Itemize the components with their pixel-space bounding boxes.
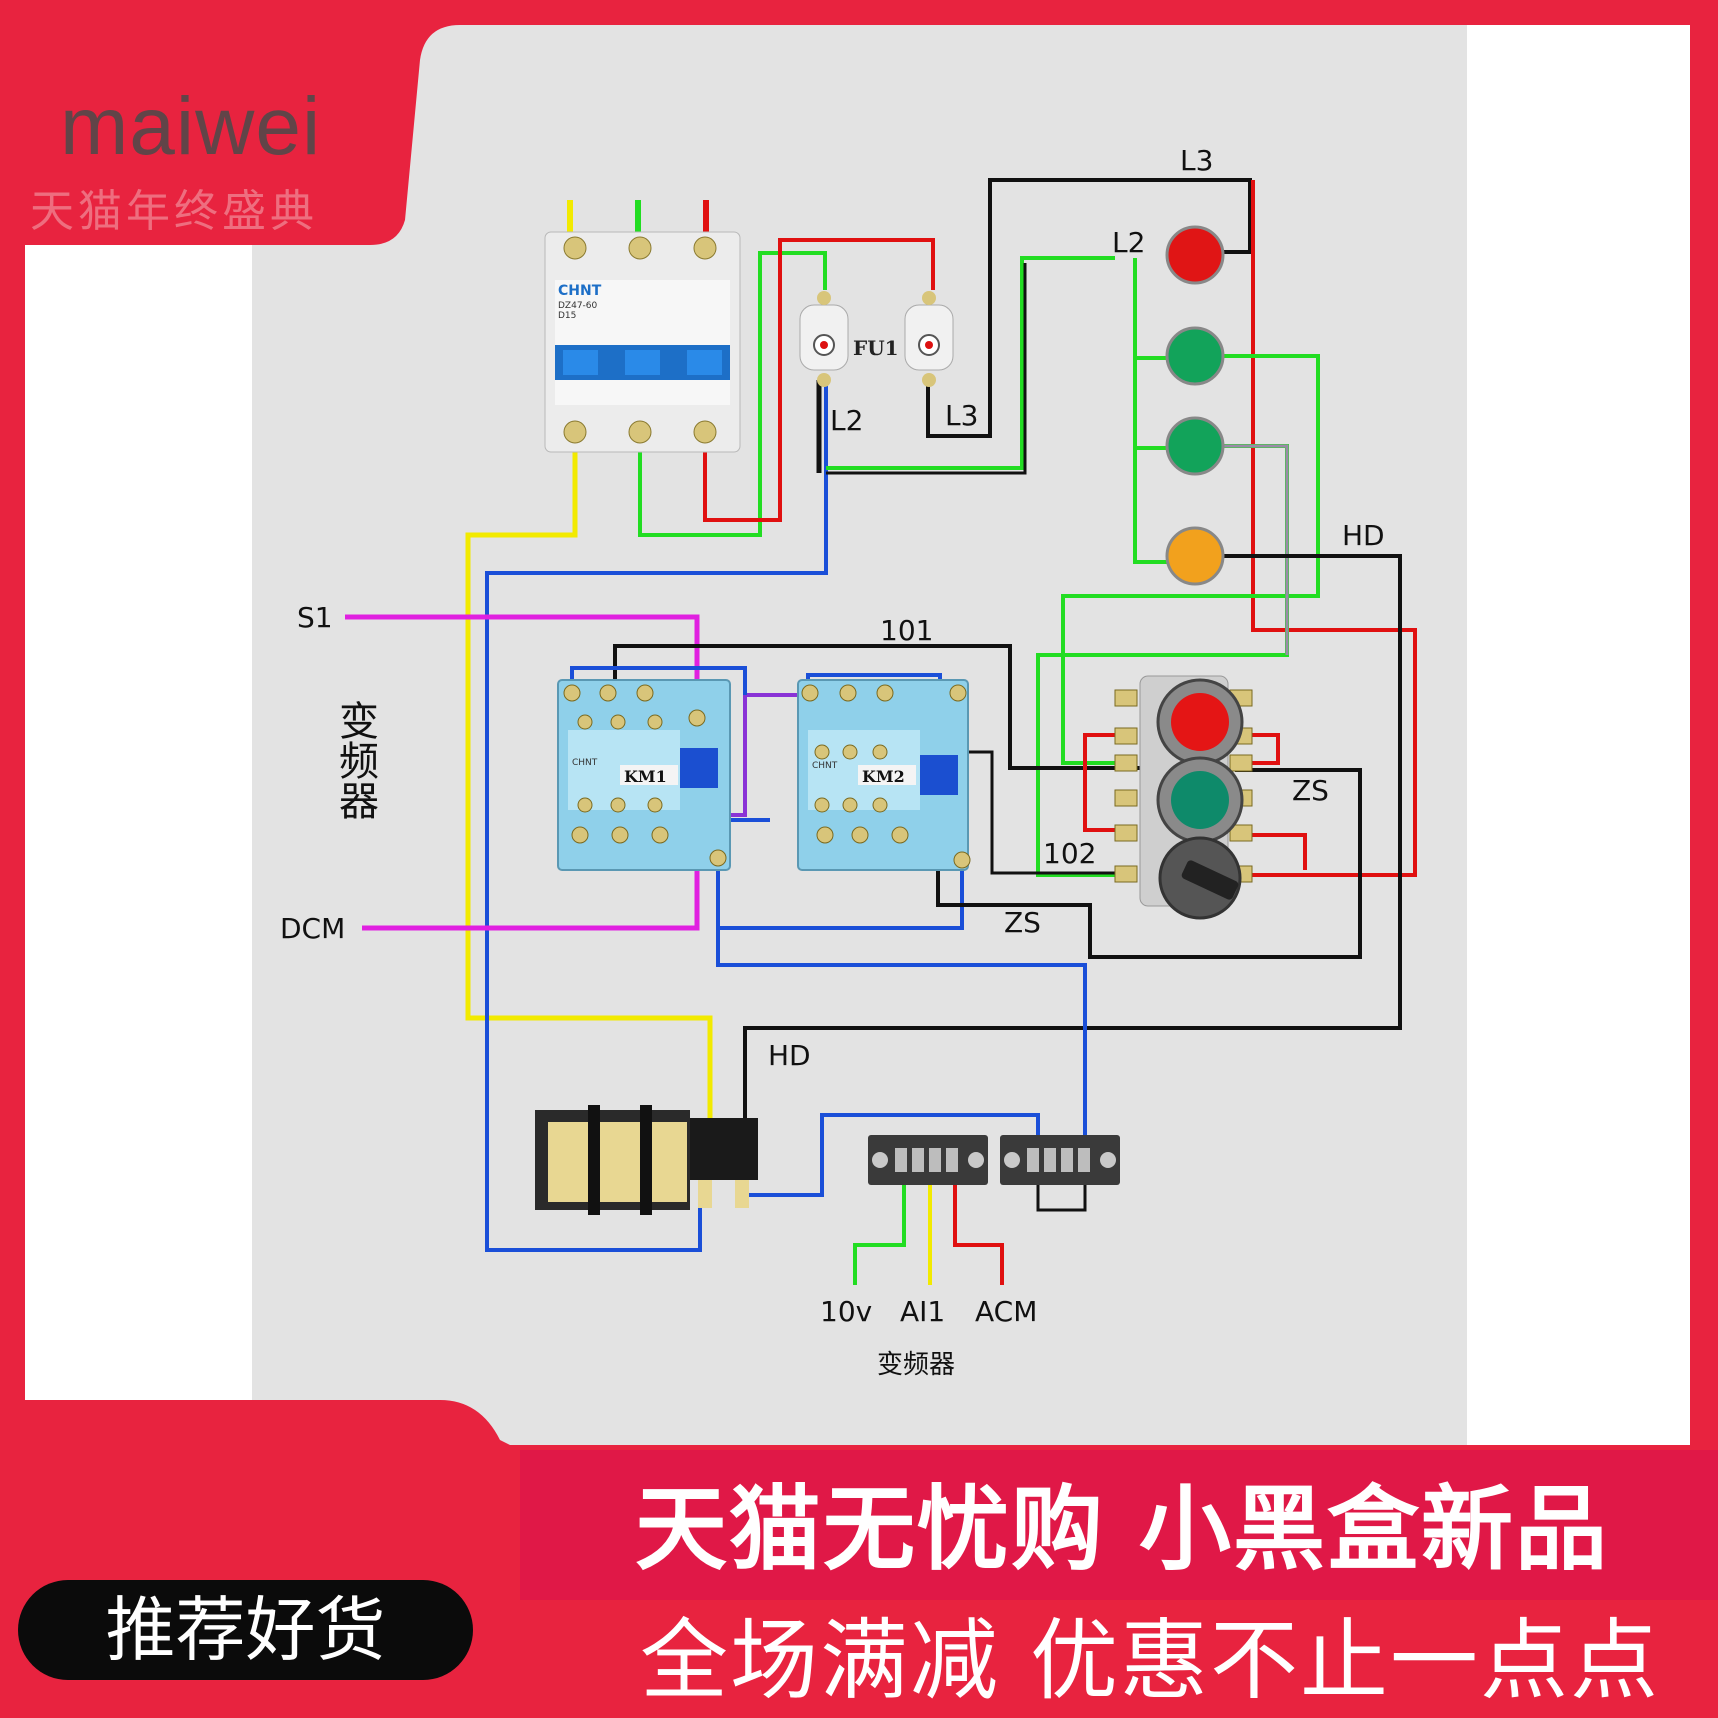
push-button-station — [1114, 675, 1253, 920]
red-lamp — [1165, 225, 1225, 285]
terminal-strips — [868, 1135, 1120, 1185]
wire-l2-green — [826, 256, 1115, 470]
start-button — [1171, 771, 1229, 829]
brand-logo: maiwei — [60, 81, 322, 172]
label-l2-fuse: L2 — [830, 404, 863, 437]
recommend-badge-label: 推荐好货 — [105, 1589, 386, 1671]
breaker-model: DZ47-60 — [558, 301, 598, 311]
contactor-km1: KM1 CHNT — [557, 679, 731, 871]
fuse-holder: FU1 — [799, 291, 954, 387]
label-dcm: DCM — [280, 912, 345, 945]
wire-lamp-common — [1133, 258, 1185, 564]
green-lamp-2 — [1165, 416, 1225, 476]
circuit-breaker: CHNT DZ47-60 D15 — [544, 231, 741, 453]
indicator-lamps — [1165, 225, 1225, 586]
diagram-labels: L3 L2 L2 L3 HD S1 101 ZS 102 DCM ZS HD 1… — [280, 144, 1385, 1380]
promo-headline: 天猫无忧购 小黑盒新品 — [635, 1476, 1610, 1583]
thermal-relay — [535, 1105, 758, 1215]
label-zs-bottom: ZS — [1004, 906, 1041, 939]
label-s1: S1 — [297, 601, 333, 634]
stop-button — [1171, 693, 1229, 751]
km1-brand: CHNT — [572, 758, 598, 768]
label-zs-right: ZS — [1292, 774, 1329, 807]
contactor-km2: KM2 CHNT — [797, 679, 969, 871]
label-inverter-bottom: 变频器 — [877, 1350, 955, 1380]
label-hd-right: HD — [1342, 519, 1385, 552]
wire-red-fuse — [703, 238, 935, 522]
brand-watermark: 天猫年终盛典 — [30, 186, 318, 237]
km1-label: KM1 — [624, 767, 667, 786]
wire-l3-black — [926, 178, 1252, 438]
yellow-lamp — [1165, 526, 1225, 586]
label-102: 102 — [1043, 837, 1096, 870]
label-inverter-side: 变频器 — [332, 700, 378, 820]
wire-yellow — [465, 450, 713, 1120]
km2-label: KM2 — [862, 767, 905, 786]
contactor-screws — [563, 684, 971, 869]
label-l3-fuse: L3 — [945, 399, 978, 432]
label-10v: 10v — [820, 1295, 872, 1328]
label-l2-top: L2 — [1112, 226, 1145, 259]
promo-subline: 全场满减 优惠不止一点点 — [640, 1609, 1660, 1712]
breaker-rating: D15 — [558, 311, 576, 321]
wire-blue-terminal — [716, 858, 1087, 1135]
label-l3-top: L3 — [1180, 144, 1213, 177]
recommend-badge: 推荐好货 — [18, 1580, 473, 1680]
label-hd-bottom: HD — [768, 1039, 811, 1072]
label-acm: ACM — [975, 1295, 1037, 1328]
wire-l2-black-run — [826, 263, 1027, 475]
wire-zs — [936, 768, 1362, 959]
wire-blue-main — [485, 375, 828, 1252]
label-101: 101 — [880, 614, 933, 647]
label-ai1: AI1 — [900, 1295, 945, 1328]
wire-10v — [853, 1185, 906, 1285]
wire-green-fuse — [638, 251, 827, 537]
breaker-brand: CHNT — [558, 283, 602, 299]
fuse-label: FU1 — [853, 336, 899, 360]
wire-green-lamp1 — [1061, 354, 1320, 765]
km2-brand: CHNT — [812, 761, 838, 771]
green-lamp-1 — [1165, 326, 1225, 386]
wire-hd — [743, 554, 1402, 1120]
wire-acm — [953, 1185, 1004, 1285]
